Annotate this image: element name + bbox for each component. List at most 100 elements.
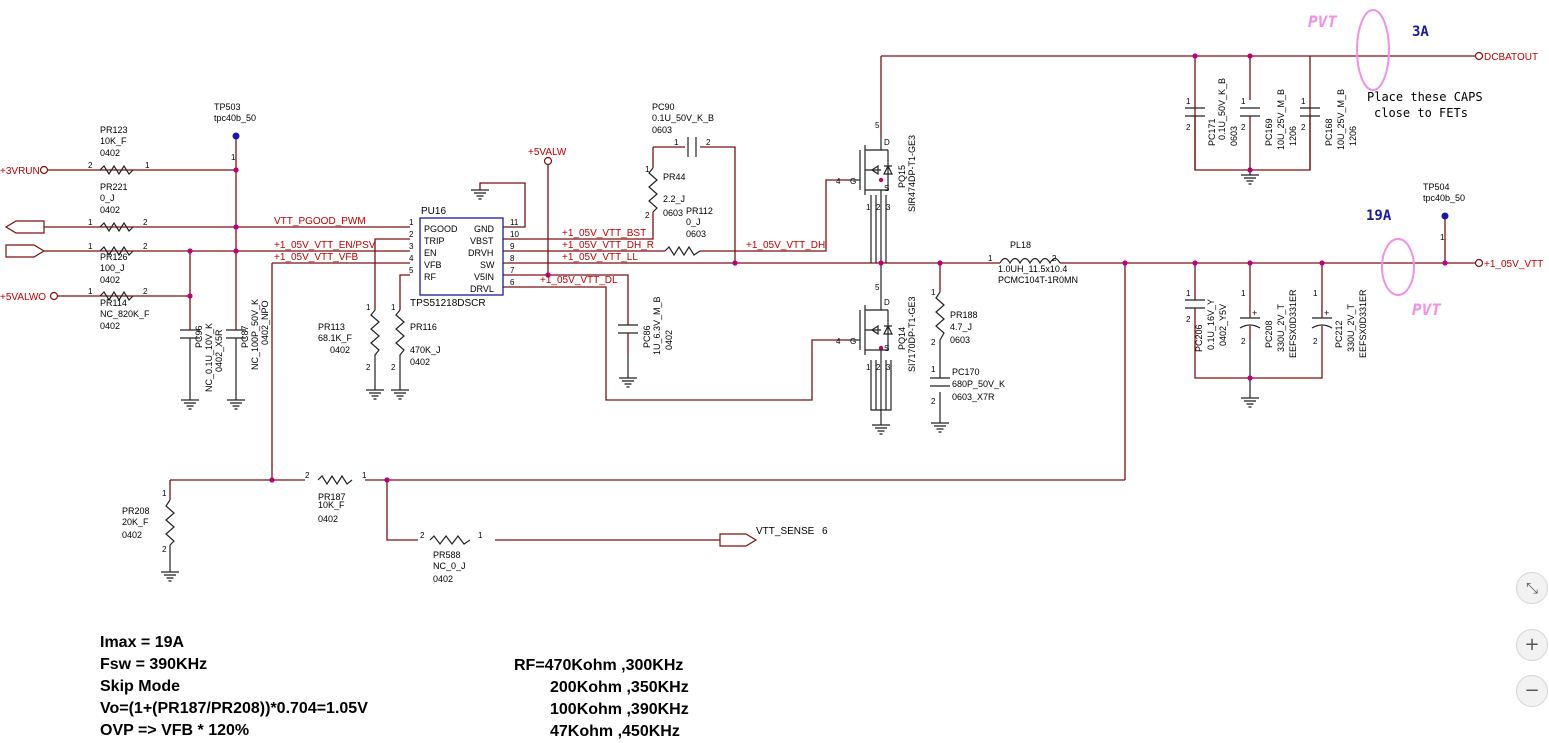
svg-text:PR588: PR588 bbox=[433, 550, 461, 560]
zoom-out-button[interactable]: − bbox=[1516, 675, 1548, 707]
svg-text:1: 1 bbox=[866, 203, 871, 212]
svg-text:PC169: PC169 bbox=[1264, 118, 1274, 146]
svg-text:1: 1 bbox=[1440, 233, 1445, 242]
svg-text:PR112: PR112 bbox=[686, 206, 713, 216]
svg-text:tpc40b_50: tpc40b_50 bbox=[1423, 193, 1465, 203]
pr588: PR588 NC_0_J 0402 2 1 bbox=[420, 531, 483, 584]
svg-text:SI7170DP-T1-GE3: SI7170DP-T1-GE3 bbox=[907, 296, 917, 372]
svg-text:5: 5 bbox=[409, 266, 414, 275]
svg-text:2: 2 bbox=[1186, 315, 1191, 324]
rf-row-4: 47Kohm ,450KHz bbox=[550, 723, 680, 740]
svg-text:+1_05V_VTT_DH_R: +1_05V_VTT_DH_R bbox=[562, 240, 654, 251]
svg-text:0603: 0603 bbox=[686, 229, 706, 239]
svg-text:+: + bbox=[1324, 308, 1329, 318]
svg-text:8: 8 bbox=[510, 254, 515, 263]
svg-text:GND: GND bbox=[474, 224, 495, 234]
svg-text:EN: EN bbox=[424, 248, 437, 258]
svg-text:1.0UH_11.5x10.4: 1.0UH_11.5x10.4 bbox=[998, 264, 1067, 274]
svg-text:2: 2 bbox=[409, 230, 414, 239]
svg-text:1: 1 bbox=[362, 471, 367, 480]
svg-text:0402: 0402 bbox=[100, 148, 120, 158]
pr113: PR113 68.1K_F 0402 1 2 bbox=[318, 303, 380, 372]
svg-text:PGOOD: PGOOD bbox=[424, 224, 458, 234]
svg-text:1: 1 bbox=[366, 303, 371, 312]
svg-text:0603: 0603 bbox=[663, 208, 683, 218]
svg-text:330U_2V_T: 330U_2V_T bbox=[1346, 303, 1356, 352]
svg-text:680P_50V_K: 680P_50V_K bbox=[952, 379, 1005, 389]
svg-text:9: 9 bbox=[510, 242, 515, 251]
pq14-low-side-fet: PQ14 SI7170DP-T1-GE3 4 G D S 5 1 2 3 bbox=[836, 283, 917, 411]
fit-page-icon: ⤡ bbox=[1525, 579, 1538, 597]
svg-text:11: 11 bbox=[510, 218, 519, 227]
svg-text:1: 1 bbox=[988, 254, 993, 263]
svg-text:+1_05V_VTT_VFB: +1_05V_VTT_VFB bbox=[274, 252, 359, 263]
svg-text:0.1U_50V_K_B: 0.1U_50V_K_B bbox=[1217, 78, 1227, 140]
svg-text:4: 4 bbox=[836, 177, 841, 186]
svg-text:SIR474DP-T1-GE3: SIR474DP-T1-GE3 bbox=[907, 135, 917, 212]
svg-text:G: G bbox=[850, 177, 856, 186]
svg-text:PCMC104T-1R0MN: PCMC104T-1R0MN bbox=[998, 275, 1078, 285]
svg-text:1: 1 bbox=[478, 531, 483, 540]
svg-text:+1_05V_VTT_LL: +1_05V_VTT_LL bbox=[562, 252, 638, 263]
svg-text:PC86: PC86 bbox=[642, 325, 652, 348]
svg-text:PR44: PR44 bbox=[663, 172, 686, 182]
note-imax: Imax = 19A bbox=[100, 634, 185, 651]
svg-text:1: 1 bbox=[391, 303, 396, 312]
svg-text:0402: 0402 bbox=[100, 321, 120, 331]
svg-text:2: 2 bbox=[931, 397, 936, 406]
pr187: PR187 10K_F 0402 2 1 bbox=[305, 471, 367, 524]
pvt-marker-bottom: PVT 19A bbox=[1366, 208, 1442, 319]
pc170: PC170 680P_50V_K 0603_X7R 1 2 bbox=[930, 365, 1005, 406]
svg-text:1: 1 bbox=[145, 161, 150, 170]
svg-text:NC_100P_50V_K: NC_100P_50V_K bbox=[250, 299, 260, 370]
svg-text:0402: 0402 bbox=[318, 514, 338, 524]
pr123: PR123 10K_F 0402 2 1 bbox=[88, 125, 150, 176]
svg-text:PL18: PL18 bbox=[1010, 240, 1031, 250]
svg-text:0402_NPO: 0402_NPO bbox=[260, 300, 270, 345]
note-ovp: OVP => VFB * 120% bbox=[100, 722, 249, 739]
tp504: TP504 tpc40b_50 1 bbox=[1423, 182, 1465, 242]
svg-text:1: 1 bbox=[931, 288, 936, 297]
svg-text:0402: 0402 bbox=[433, 574, 453, 584]
svg-text:1: 1 bbox=[931, 365, 936, 374]
svg-text:DRVH: DRVH bbox=[468, 248, 493, 258]
svg-text:0.1U_16V_Y: 0.1U_16V_Y bbox=[1206, 299, 1216, 350]
svg-text:PU16: PU16 bbox=[421, 206, 446, 217]
svg-text:G: G bbox=[850, 337, 856, 346]
svg-text:3: 3 bbox=[886, 203, 891, 212]
svg-text:10U_25V_M_B: 10U_25V_M_B bbox=[1336, 89, 1346, 150]
net-labels: VTT_PGOOD_PWM +1_05V_VTT_EN/PSV +1_05V_V… bbox=[274, 216, 825, 286]
svg-text:D: D bbox=[884, 138, 890, 147]
svg-text:2: 2 bbox=[876, 363, 881, 372]
svg-text:2: 2 bbox=[645, 211, 650, 220]
svg-text:2: 2 bbox=[1313, 337, 1318, 346]
svg-text:2: 2 bbox=[305, 471, 310, 480]
pc96: PC96 NC_0.1U_10V_K 0402_X5R bbox=[180, 323, 224, 392]
svg-text:1: 1 bbox=[231, 153, 236, 162]
svg-text:4.7_J: 4.7_J bbox=[950, 322, 972, 332]
svg-text:TRIP: TRIP bbox=[424, 236, 445, 246]
svg-text:PC96: PC96 bbox=[194, 325, 204, 348]
pr208: PR208 20K_F 0402 1 2 bbox=[122, 489, 175, 554]
pvt-marker-top: PVT 3A bbox=[1308, 9, 1429, 91]
svg-text:0402_X5R: 0402_X5R bbox=[214, 329, 224, 372]
fit-page-button[interactable]: ⤡ bbox=[1516, 572, 1548, 604]
note-fsw: Fsw = 390KHz bbox=[100, 656, 207, 673]
pr116: PR116 470K_J 0402 1 2 bbox=[391, 303, 441, 372]
svg-text:2: 2 bbox=[1241, 123, 1246, 132]
svg-text:PR208: PR208 bbox=[122, 506, 150, 516]
zoom-in-button[interactable]: + bbox=[1516, 629, 1548, 661]
svg-text:PR126: PR126 bbox=[100, 252, 128, 262]
svg-text:3: 3 bbox=[409, 242, 414, 251]
svg-text:1U_6.3V_M_B: 1U_6.3V_M_B bbox=[652, 296, 662, 355]
pq15-high-side-fet: PQ15 SIR474DP-T1-GE3 4 G D S 5 1 2 3 bbox=[836, 121, 917, 263]
svg-text:4: 4 bbox=[836, 337, 841, 346]
svg-text:68.1K_F: 68.1K_F bbox=[318, 333, 353, 343]
svg-text:4: 4 bbox=[409, 254, 414, 263]
pl18-inductor: PL18 1.0UH_11.5x10.4 PCMC104T-1R0MN 1 2 bbox=[988, 240, 1078, 285]
svg-text:3: 3 bbox=[886, 363, 891, 372]
svg-text:2: 2 bbox=[706, 138, 711, 147]
note-vo: Vo=(1+(PR187/PR208))*0.704=1.05V bbox=[100, 700, 368, 717]
svg-text:330U_2V_T: 330U_2V_T bbox=[1276, 303, 1286, 352]
